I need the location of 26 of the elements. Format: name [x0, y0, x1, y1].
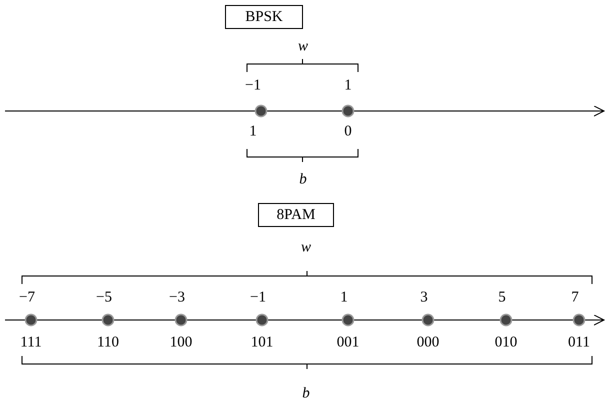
bit-label: 001 [336, 334, 360, 352]
symbol-value: −5 [96, 290, 112, 306]
symbol-value: −1 [245, 78, 261, 94]
scheme-title-box: BPSK [225, 5, 303, 29]
bit-label: 100 [170, 334, 192, 352]
bit-label: 110 [97, 334, 119, 352]
symbol-value: 5 [498, 290, 506, 306]
bit-label: 111 [20, 334, 42, 352]
bit-label: 101 [250, 334, 274, 352]
symbol-value: −1 [250, 290, 266, 306]
symbol-value: 3 [420, 290, 428, 306]
bit-label: 011 [568, 334, 590, 352]
variable-label: b [302, 386, 310, 402]
variable-label: b [299, 172, 307, 188]
variable-label: w [298, 38, 308, 56]
scheme-title-box: 8PAM [258, 203, 334, 227]
symbol-value: 7 [571, 290, 579, 306]
symbol-value: 1 [344, 78, 352, 94]
bit-label: 1 [249, 124, 257, 140]
bit-label: 000 [416, 334, 440, 352]
symbol-value: −7 [19, 290, 35, 306]
bit-label: 010 [494, 334, 518, 352]
symbol-value: −3 [169, 290, 185, 306]
variable-label: w [301, 240, 311, 256]
symbol-value: 1 [340, 290, 348, 306]
bit-label: 0 [344, 124, 352, 140]
